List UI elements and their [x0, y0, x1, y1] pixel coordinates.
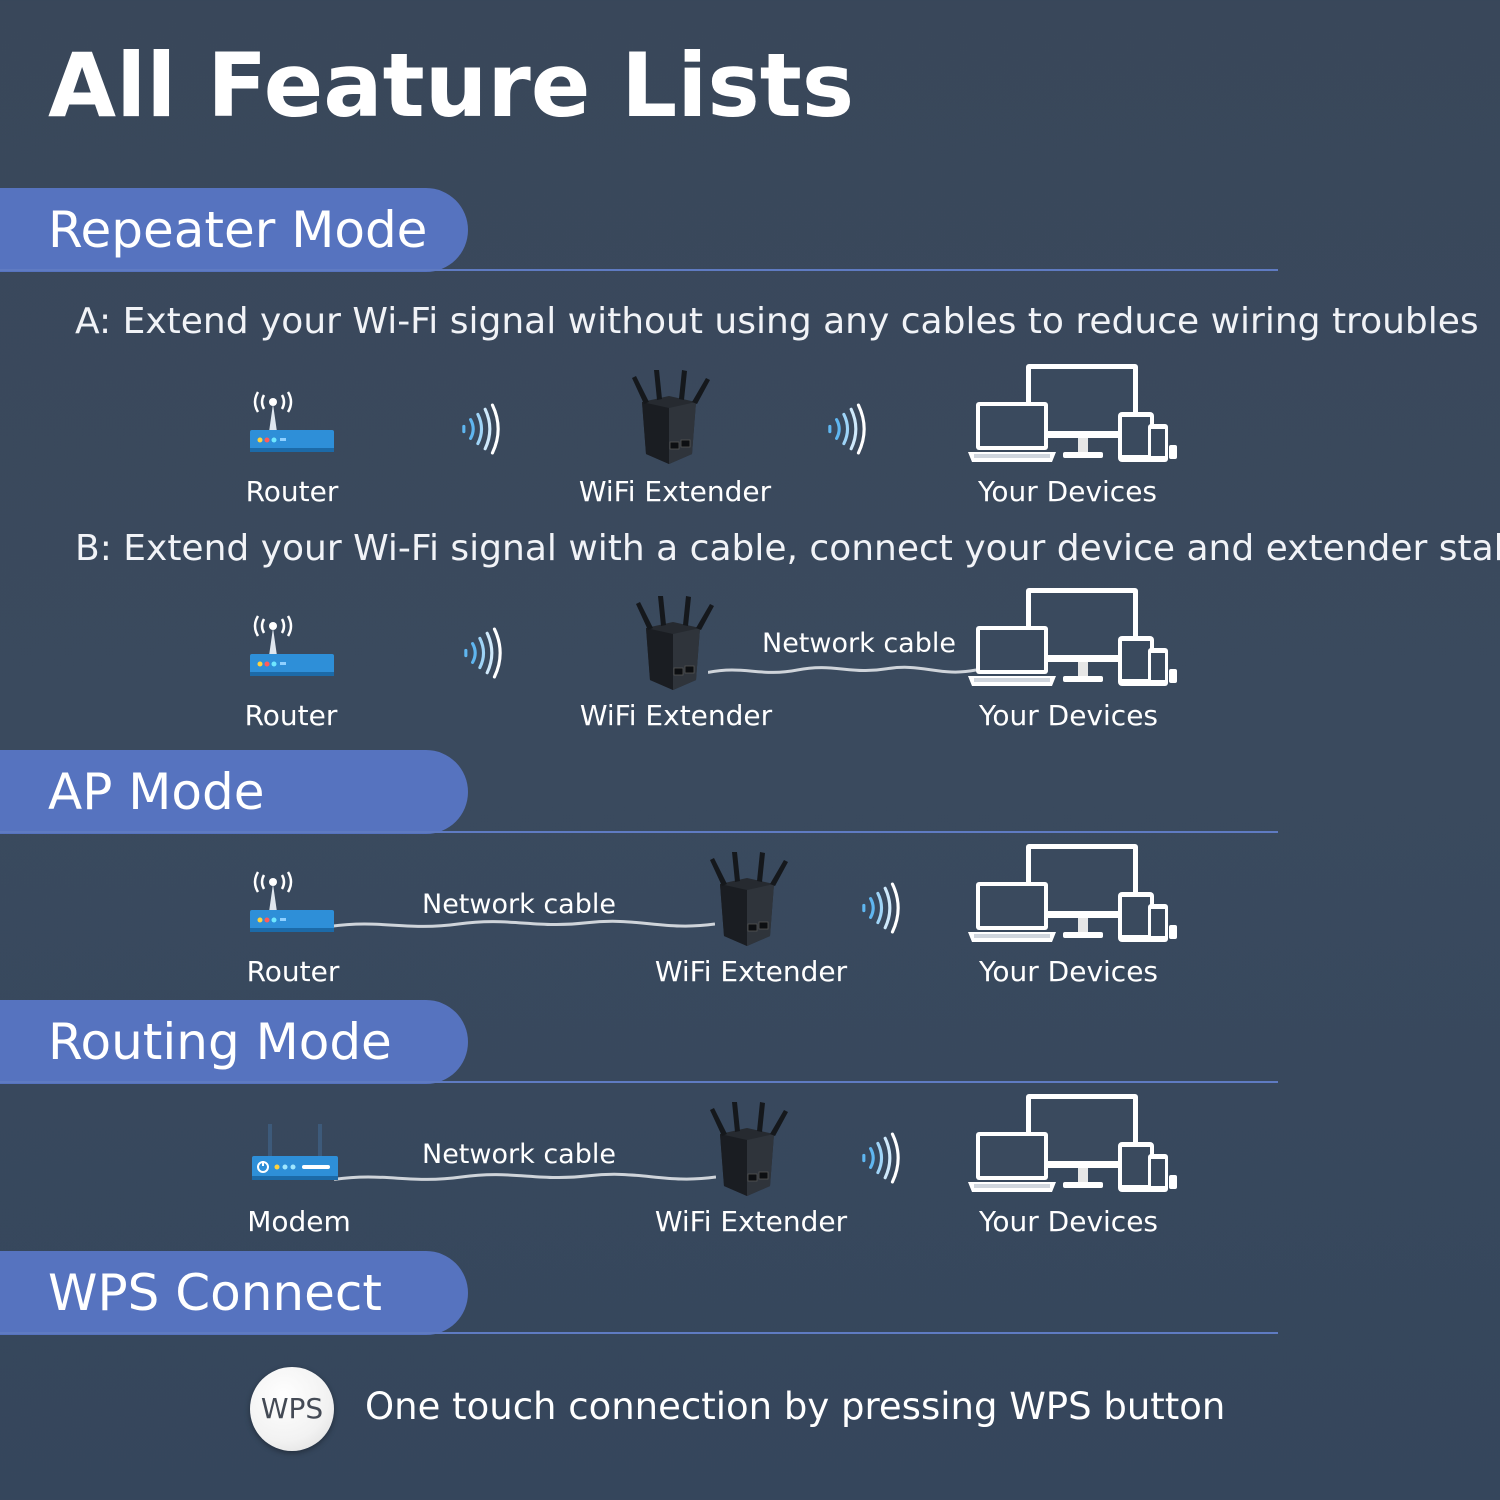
repeater-mode-divider [0, 269, 1278, 271]
modem-label: Modem [247, 1205, 351, 1238]
router-icon [248, 858, 338, 938]
routing-mode-divider [0, 1081, 1278, 1083]
routing-mode-banner [0, 1000, 468, 1084]
network-cable-line [708, 658, 976, 682]
wps-description: One touch connection by pressing WPS but… [365, 1385, 1226, 1428]
devices-icon [968, 586, 1178, 696]
wps-button-icon: WPS [250, 1367, 334, 1451]
your-devices-label: Your Devices [977, 475, 1158, 508]
router-label: Router [245, 475, 339, 508]
wifi-extender-icon [702, 1100, 792, 1200]
routing-mode-title: Routing Mode [48, 1013, 392, 1071]
your-devices-label: Your Devices [978, 699, 1159, 732]
wifi-extender-icon [624, 368, 714, 468]
wifi-signal-icon [462, 627, 504, 679]
wifi-signal-icon [860, 882, 902, 934]
wps-connect-divider [0, 1332, 1278, 1334]
wifi-extender-label: WiFi Extender [578, 475, 772, 508]
devices-icon [968, 1092, 1178, 1202]
router-icon [248, 378, 338, 458]
ap-mode-title: AP Mode [48, 763, 265, 821]
wifi-extender-label: WiFi Extender [579, 699, 773, 732]
repeater-b-description: B: Extend your Wi-Fi signal with a cable… [75, 528, 1500, 569]
devices-icon [968, 842, 1178, 952]
wifi-extender-label: WiFi Extender [654, 1205, 848, 1238]
your-devices-label: Your Devices [978, 1205, 1159, 1238]
wps-connect-banner [0, 1251, 468, 1335]
wifi-extender-icon [702, 850, 792, 950]
page-title: All Feature Lists [48, 34, 855, 137]
router-label: Router [246, 955, 340, 988]
ap-mode-banner [0, 750, 468, 834]
wifi-signal-icon [860, 1132, 902, 1184]
wifi-signal-icon [460, 403, 502, 455]
devices-icon [968, 362, 1178, 472]
repeater-a-description: A: Extend your Wi-Fi signal without usin… [75, 301, 1479, 342]
your-devices-label: Your Devices [978, 955, 1159, 988]
network-cable-label: Network cable [422, 889, 616, 920]
repeater-mode-banner [0, 188, 468, 272]
network-cable-label: Network cable [762, 628, 956, 659]
router-label: Router [244, 699, 338, 732]
ap-mode-divider [0, 831, 1278, 833]
wifi-extender-icon [628, 594, 718, 694]
wifi-signal-icon [826, 403, 868, 455]
wifi-extender-label: WiFi Extender [654, 955, 848, 988]
modem-icon [250, 1120, 340, 1190]
repeater-mode-title: Repeater Mode [48, 201, 428, 259]
router-icon [248, 602, 338, 682]
network-cable-label: Network cable [422, 1139, 616, 1170]
wps-connect-title: WPS Connect [48, 1264, 382, 1322]
